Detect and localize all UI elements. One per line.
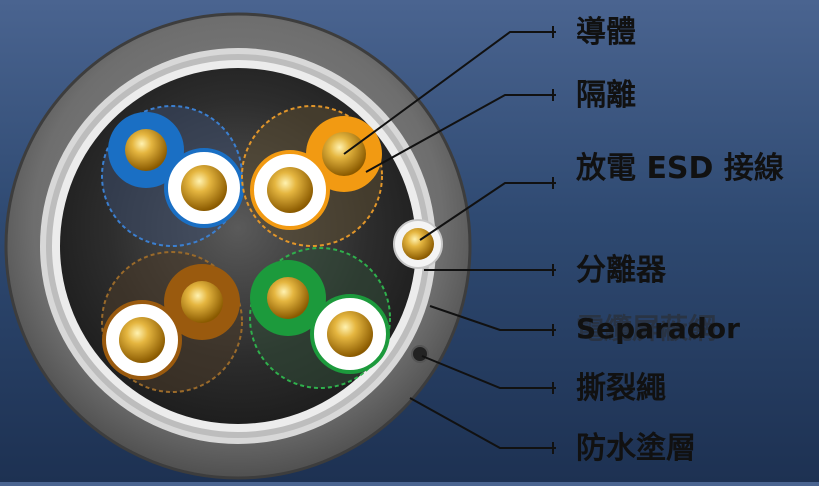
label-waterproof: 防水塗層 <box>576 431 696 466</box>
leader-waterproof <box>409 397 556 449</box>
label-conductor: 導體 <box>576 15 636 50</box>
pair-green <box>249 247 391 389</box>
label-ripcord: 撕裂繩 <box>576 371 666 406</box>
leader-esd <box>419 182 556 241</box>
leader-insulation <box>365 94 556 173</box>
leader-shield <box>429 305 556 331</box>
label-esd-drain: 放電 ESD 接線 <box>576 151 784 186</box>
ripcord <box>411 345 429 363</box>
leader-ripcord <box>421 355 556 389</box>
label-shield: 電纜屏蔽網 <box>576 312 717 345</box>
pair-orange <box>241 105 383 247</box>
esd-drain-wire <box>393 219 443 269</box>
pair-brown <box>101 251 243 393</box>
pair-blue <box>101 105 244 247</box>
leader-conductor <box>343 31 556 155</box>
label-insulation: 隔離 <box>576 78 636 113</box>
label-separator-zh: 分離器 <box>576 253 666 288</box>
label-separator-en: Separador <box>576 312 740 345</box>
